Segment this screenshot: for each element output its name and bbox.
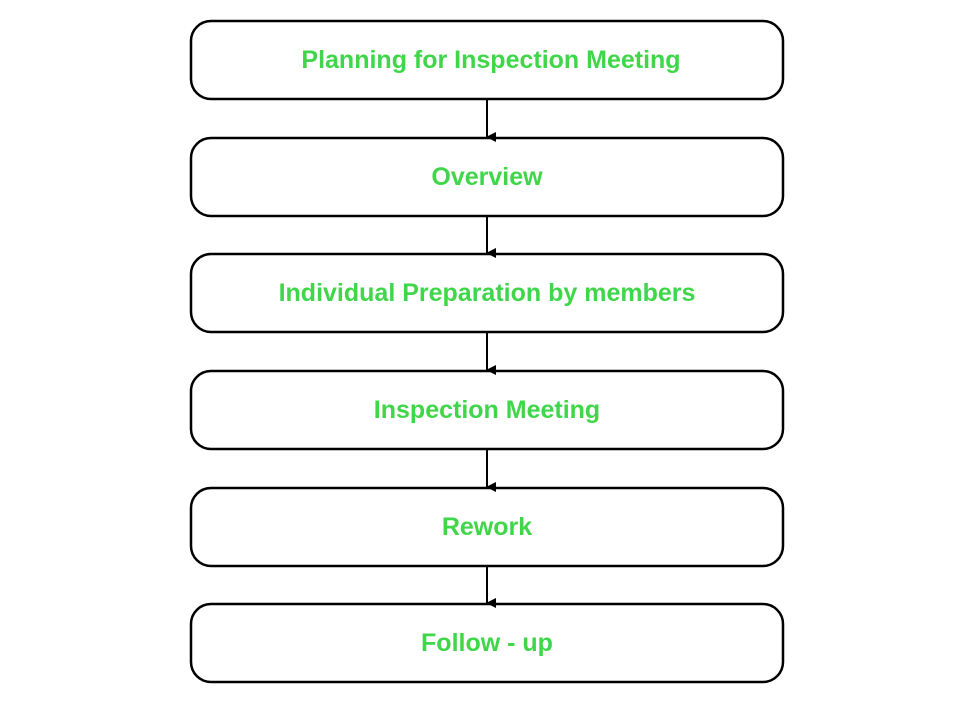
step-label: Follow - up [421, 629, 553, 657]
step-rework: Rework [189, 486, 785, 568]
step-label: Planning for Inspection Meeting [301, 46, 680, 74]
step-label: Overview [431, 163, 543, 191]
step-label: Individual Preparation by members [279, 279, 696, 307]
step-label: Rework [442, 513, 532, 541]
step-label: Inspection Meeting [374, 396, 600, 424]
step-inspection-meeting: Inspection Meeting [189, 369, 785, 451]
step-individual-preparation-by-members: Individual Preparation by members [189, 252, 785, 334]
step-overview: Overview [189, 136, 785, 218]
step-follow-up: Follow - up [189, 602, 785, 684]
step-planning-for-inspection-meeting: Planning for Inspection Meeting [189, 19, 785, 101]
